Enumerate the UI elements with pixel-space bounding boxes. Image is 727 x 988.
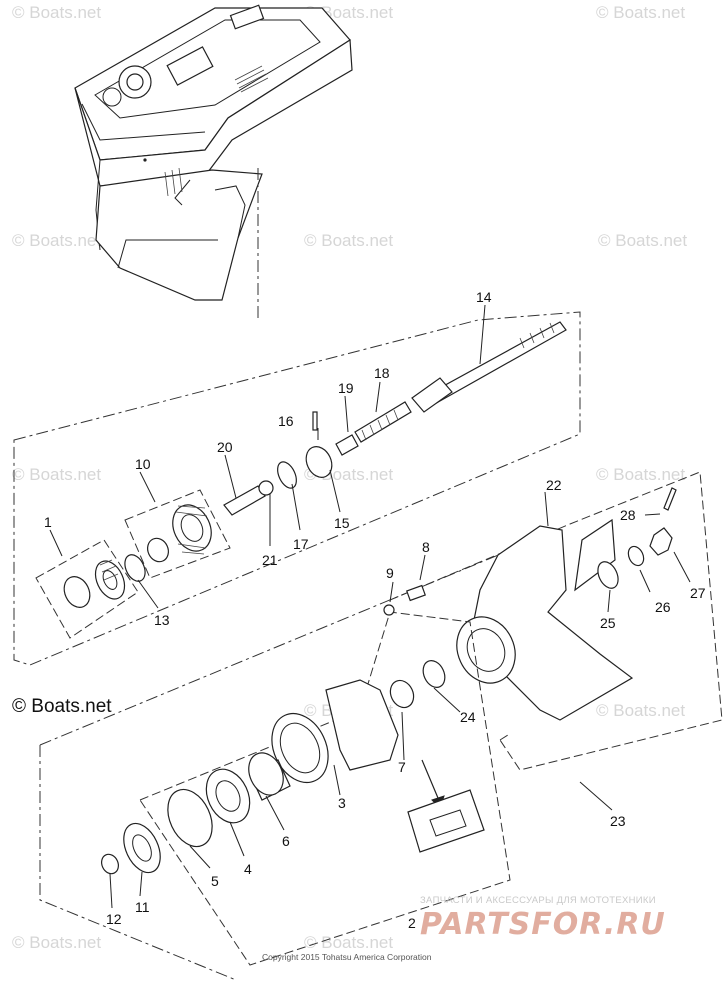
part-group-1	[35, 539, 139, 639]
part-group-10	[124, 489, 231, 582]
callout-7: 7	[398, 759, 406, 775]
part-group-2	[101, 584, 511, 966]
callout-19: 19	[338, 380, 354, 396]
callout-16: 16	[278, 413, 294, 429]
callout-8: 8	[422, 539, 430, 555]
assembly-outline	[13, 168, 581, 981]
callout-17: 17	[293, 536, 309, 552]
callout-20: 20	[217, 439, 233, 455]
callout-9: 9	[386, 565, 394, 581]
watermark-main: © Boats.net	[12, 696, 112, 717]
callout-10: 10	[135, 456, 151, 472]
watermark: © Boats.net	[304, 231, 393, 250]
callout-3: 3	[338, 795, 346, 811]
callout-28: 28	[620, 507, 636, 523]
callout-15: 15	[334, 515, 350, 531]
promo-tagline: ЗАПЧАСТИ И АКСЕССУАРЫ ДЛЯ МОТОТЕХНИКИ	[420, 895, 656, 906]
shift-parts	[223, 401, 412, 516]
callout-21: 21	[262, 552, 278, 568]
copyright-text: Copyright 2015 Tohatsu America Corporati…	[262, 952, 432, 962]
callout-25: 25	[600, 615, 616, 631]
watermark: © Boats.net	[596, 701, 685, 720]
callout-14: 14	[476, 289, 492, 305]
callout-2: 2	[408, 915, 416, 931]
callout-13: 13	[154, 612, 170, 628]
callout-23: 23	[610, 813, 626, 829]
callout-27: 27	[690, 585, 706, 601]
watermark: © Boats.net	[596, 3, 685, 22]
promo-logo: PARTSFOR.RU	[420, 907, 666, 942]
watermark: © Boats.net	[596, 465, 685, 484]
callout-12: 12	[106, 911, 122, 927]
callout-6: 6	[282, 833, 290, 849]
promo-banner: ЗАПЧАСТИ И АКСЕССУАРЫ ДЛЯ МОТОТЕХНИКИ PA…	[420, 895, 666, 942]
watermark: © Boats.net	[12, 231, 101, 250]
callout-4: 4	[244, 861, 252, 877]
watermark: © Boats.net	[12, 3, 101, 22]
callout-11: 11	[135, 899, 150, 915]
callout-5: 5	[211, 873, 219, 889]
watermark: © Boats.net	[598, 231, 687, 250]
watermark: © Boats.net	[12, 465, 101, 484]
callout-labels: 1 10 20 21 17 16 19 18 14 15 13 22 28 8 …	[44, 289, 706, 931]
callout-24: 24	[460, 709, 476, 725]
watermark: © Boats.net	[12, 933, 101, 952]
callout-1: 1	[44, 514, 52, 530]
watermark: © Boats.net	[304, 933, 393, 952]
leader-lines	[49, 304, 691, 909]
callout-22: 22	[546, 477, 562, 493]
part-group-23	[389, 471, 723, 771]
callout-26: 26	[655, 599, 671, 615]
gearcase-housing	[74, 4, 353, 301]
propeller-shaft	[411, 321, 567, 413]
callout-18: 18	[374, 365, 390, 381]
tool-detail	[407, 759, 485, 853]
